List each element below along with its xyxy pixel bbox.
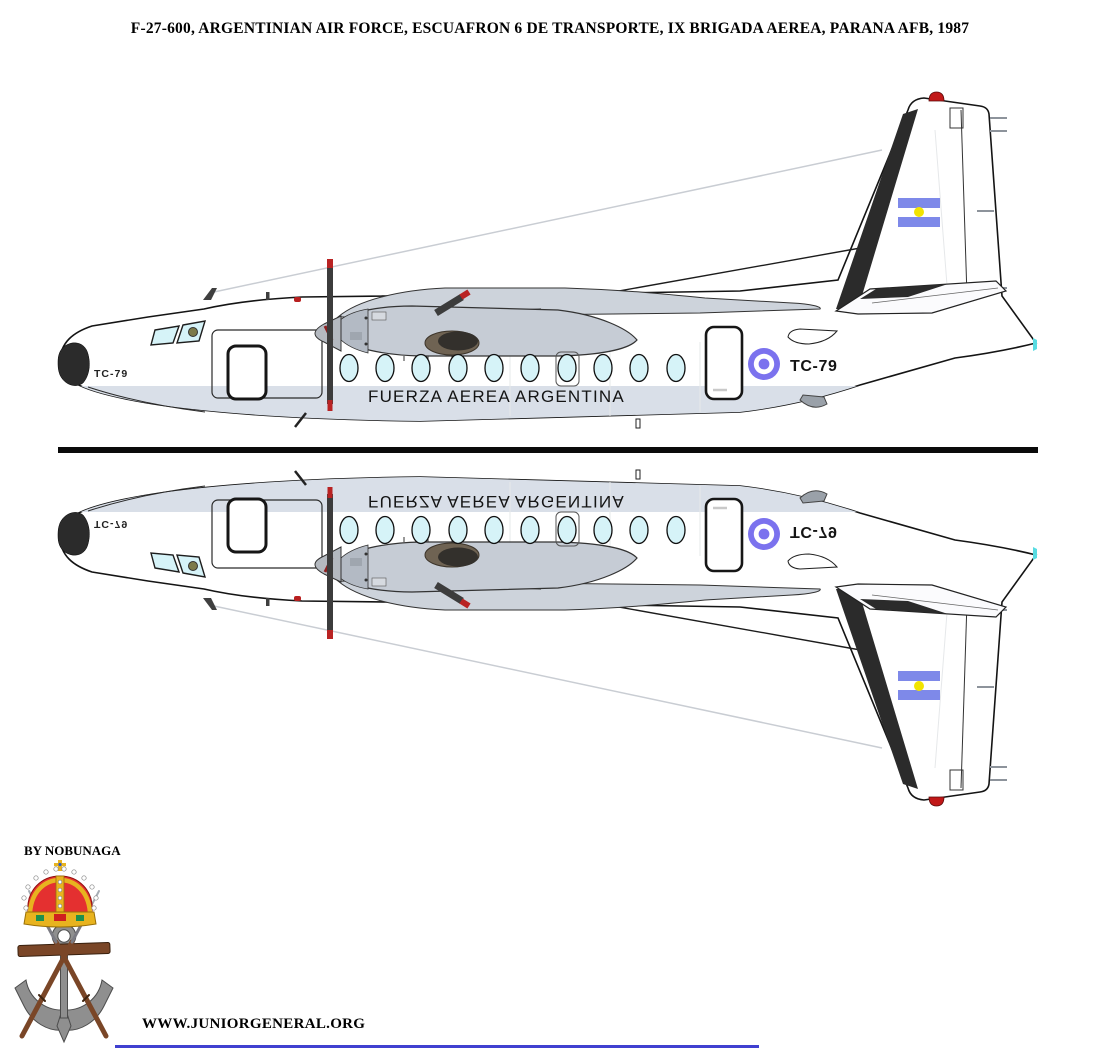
aircraft-mirrored-bottom-view <box>58 452 1037 806</box>
crossed-rifles-icon <box>19 890 109 1039</box>
crown-pearls <box>21 866 99 911</box>
page-title: F-27-600, ARGENTINIAN AIR FORCE, ESCUAFR… <box>130 20 970 37</box>
link-underline <box>115 1045 759 1048</box>
nobunaga-crest <box>14 860 114 1044</box>
crown-icon <box>21 860 99 928</box>
aircraft-top-view <box>58 92 1037 446</box>
website-text: WWW.JUNIORGENERAL.ORG <box>142 1016 366 1032</box>
divider-bar <box>58 447 1038 453</box>
author-credit: BY NOBUNAGA <box>24 843 121 858</box>
